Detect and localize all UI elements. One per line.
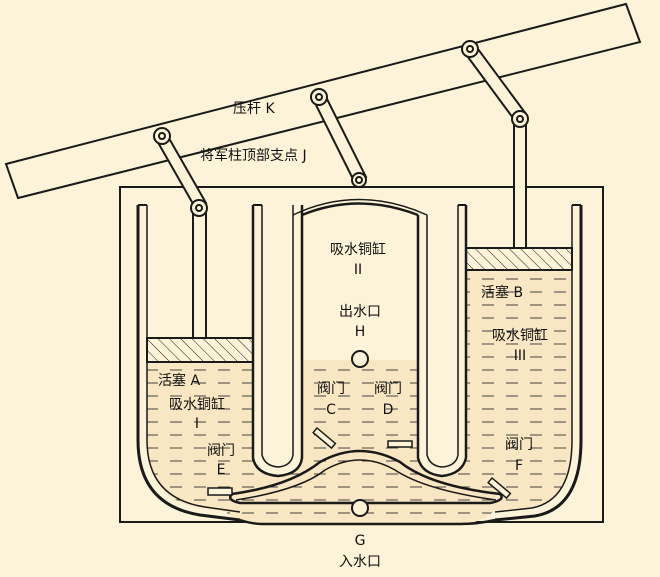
piston-a (146, 337, 254, 363)
cylinder-2-number: II (353, 262, 363, 278)
pivot-label: 将军柱顶部支点 J (200, 148, 307, 164)
valves (207, 426, 512, 500)
valve-f-letter: F (514, 458, 524, 474)
inlet-label: 入水口 (339, 554, 381, 570)
outlet-h-hole (351, 350, 369, 368)
lever-label: 压杆 K (233, 101, 275, 117)
outlet-letter: H (354, 324, 366, 340)
outlet-label: 出水口 (339, 304, 381, 320)
cylinder-1-label: 吸水铜缸 (169, 397, 225, 413)
cylinder-2-walls (292, 198, 468, 478)
valve-d-label: 阀门 (374, 381, 402, 397)
cylinder-1-walls (136, 204, 304, 522)
cylinder-3-label: 吸水铜缸 (492, 328, 548, 344)
pivot-joints (153, 40, 529, 217)
piston-rods (192, 118, 527, 339)
piston-a-label: 活塞 A (158, 373, 201, 389)
inlet-letter: G (354, 533, 366, 549)
valve-f-label: 阀门 (505, 437, 533, 453)
piston-b (465, 247, 573, 271)
valve-c-label: 阀门 (317, 381, 345, 397)
inlet-g-hole (351, 499, 369, 517)
cylinder-3-walls (458, 204, 583, 522)
piston-b-label: 活塞 B (481, 285, 524, 301)
cylinder-2-label: 吸水铜缸 (330, 242, 386, 258)
valve-c-letter: C (326, 402, 336, 418)
cylinder-1-number: I (194, 416, 200, 432)
valve-d-letter: D (382, 402, 394, 418)
valve-e-label: 阀门 (207, 443, 235, 459)
cylinder-3-number: III (513, 348, 527, 364)
valve-e-letter: E (216, 462, 226, 478)
